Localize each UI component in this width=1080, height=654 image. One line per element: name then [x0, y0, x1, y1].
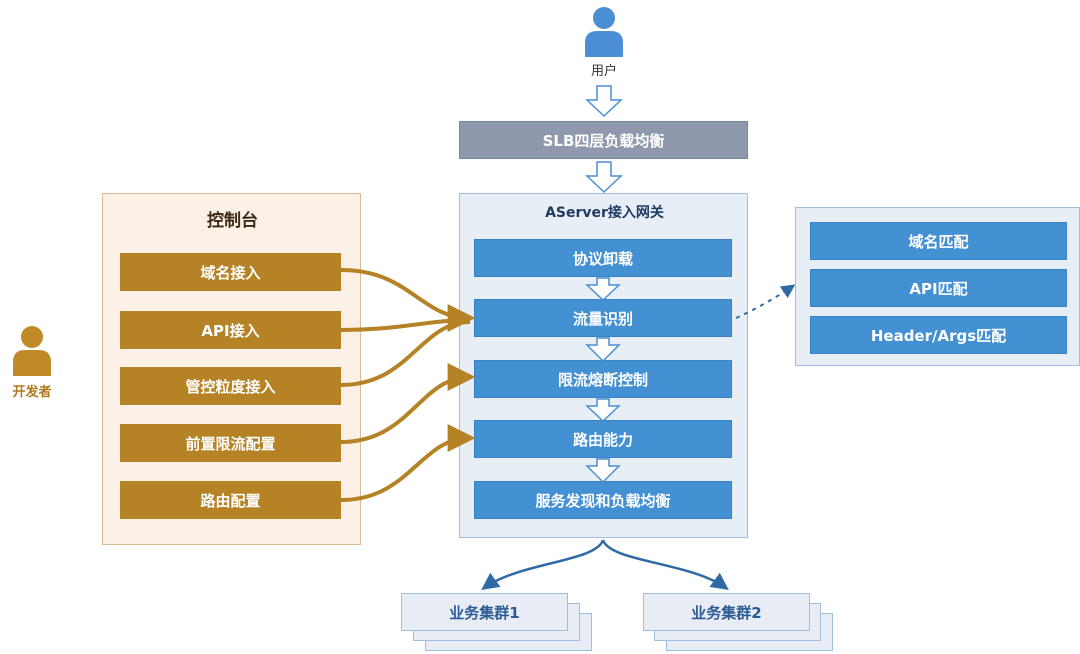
console-item-granularity: 管控粒度接入: [120, 367, 341, 405]
flow-arrow-slb-to-gateway: [585, 161, 623, 194]
match-item-header-args: Header/Args匹配: [810, 316, 1067, 354]
user-icon: [585, 7, 623, 57]
connector-discovery-to-cluster-2: [601, 539, 729, 591]
gateway-step-label: 服务发现和负载均衡: [535, 491, 671, 510]
gateway-step-ratelimit: 限流熔断控制: [474, 360, 732, 398]
match-item-domain: 域名匹配: [810, 222, 1067, 260]
developer-label: 开发者: [12, 385, 52, 400]
match-item-api: API匹配: [810, 269, 1067, 307]
cluster-2: 业务集群2: [643, 593, 810, 631]
flow-arrow-user-to-slb: [585, 85, 623, 118]
user-label: 用户: [590, 64, 617, 79]
gateway-step-traffic: 流量识别: [474, 299, 732, 337]
console-item-routing: 路由配置: [120, 481, 341, 519]
console-title: 控制台: [207, 211, 258, 231]
match-item-label: API匹配: [909, 279, 968, 298]
gateway-title: AServer接入网关: [545, 205, 664, 221]
slb-label: SLB四层负载均衡: [542, 131, 665, 150]
developer-icon: [13, 326, 51, 376]
gateway-step-protocol: 协议卸载: [474, 239, 732, 277]
cluster-label: 业务集群1: [449, 603, 520, 622]
console-item-label: 前置限流配置: [185, 434, 276, 453]
gateway-step-label: 流量识别: [572, 309, 633, 328]
cluster-1: 业务集群1: [401, 593, 568, 631]
gateway-step-label: 协议卸载: [572, 249, 633, 268]
console-item-label: 域名接入: [200, 263, 261, 282]
connector-discovery-to-cluster-1: [481, 539, 605, 591]
gateway-step-routing: 路由能力: [474, 420, 732, 458]
console-item-ratelimit: 前置限流配置: [120, 424, 341, 462]
cluster-label: 业务集群2: [691, 603, 762, 622]
gateway-step-label: 路由能力: [572, 430, 633, 449]
match-item-label: 域名匹配: [908, 232, 969, 251]
match-item-label: Header/Args匹配: [870, 326, 1007, 345]
gateway-step-discovery: 服务发现和负载均衡: [474, 481, 732, 519]
console-item-label: API接入: [201, 321, 260, 340]
slb-bar: SLB四层负载均衡: [459, 121, 748, 159]
console-item-api: API接入: [120, 311, 341, 349]
console-item-label: 管控粒度接入: [185, 377, 276, 396]
console-item-label: 路由配置: [200, 491, 261, 510]
gateway-step-label: 限流熔断控制: [557, 370, 648, 389]
console-item-domain: 域名接入: [120, 253, 341, 291]
